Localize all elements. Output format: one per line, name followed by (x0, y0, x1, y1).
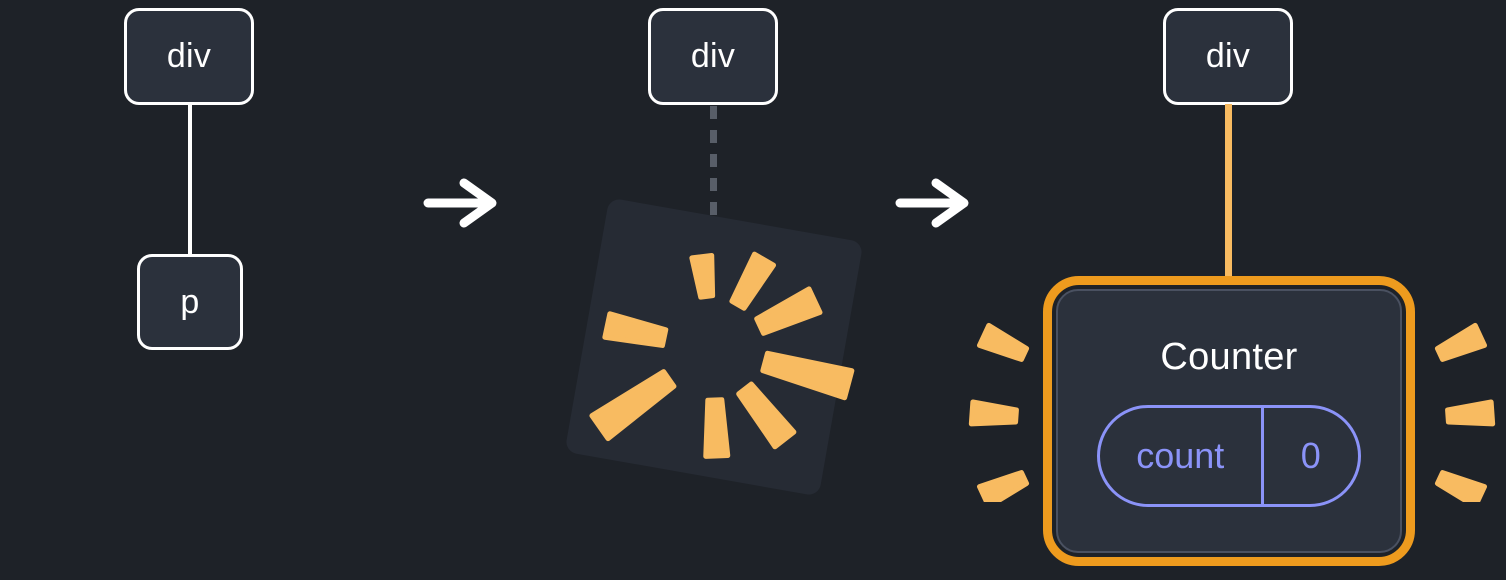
tree-edge-orange (1225, 104, 1232, 284)
dom-node-label: p (180, 282, 200, 321)
emphasis-sparks-right-icon (1434, 322, 1496, 502)
emphasis-sparks-left-icon (968, 322, 1030, 502)
state-value: 0 (1300, 434, 1321, 476)
counter-component-body: Counter count 0 (1056, 289, 1402, 553)
state-pill: count 0 (1097, 404, 1361, 507)
tree-edge-solid (188, 103, 192, 256)
state-pill-divider (1260, 407, 1264, 504)
dom-node-label: div (166, 37, 212, 75)
component-title: Counter (1160, 335, 1298, 378)
counter-component-card: Counter count 0 (1043, 276, 1415, 566)
state-key-label: count (1136, 434, 1225, 476)
dom-node-label: div (690, 37, 736, 75)
arrow-right-icon (423, 178, 497, 228)
explosion-sparks-icon (589, 251, 855, 459)
dom-node-div-stage3: div (1163, 8, 1293, 105)
dom-node-div-stage1: div (124, 8, 254, 105)
dom-node-p-stage1: p (137, 254, 243, 350)
dom-node-label: div (1205, 37, 1251, 75)
arrow-right-icon (895, 178, 969, 228)
dom-node-div-stage2: div (648, 8, 778, 105)
tree-edge-dashed (710, 106, 717, 246)
